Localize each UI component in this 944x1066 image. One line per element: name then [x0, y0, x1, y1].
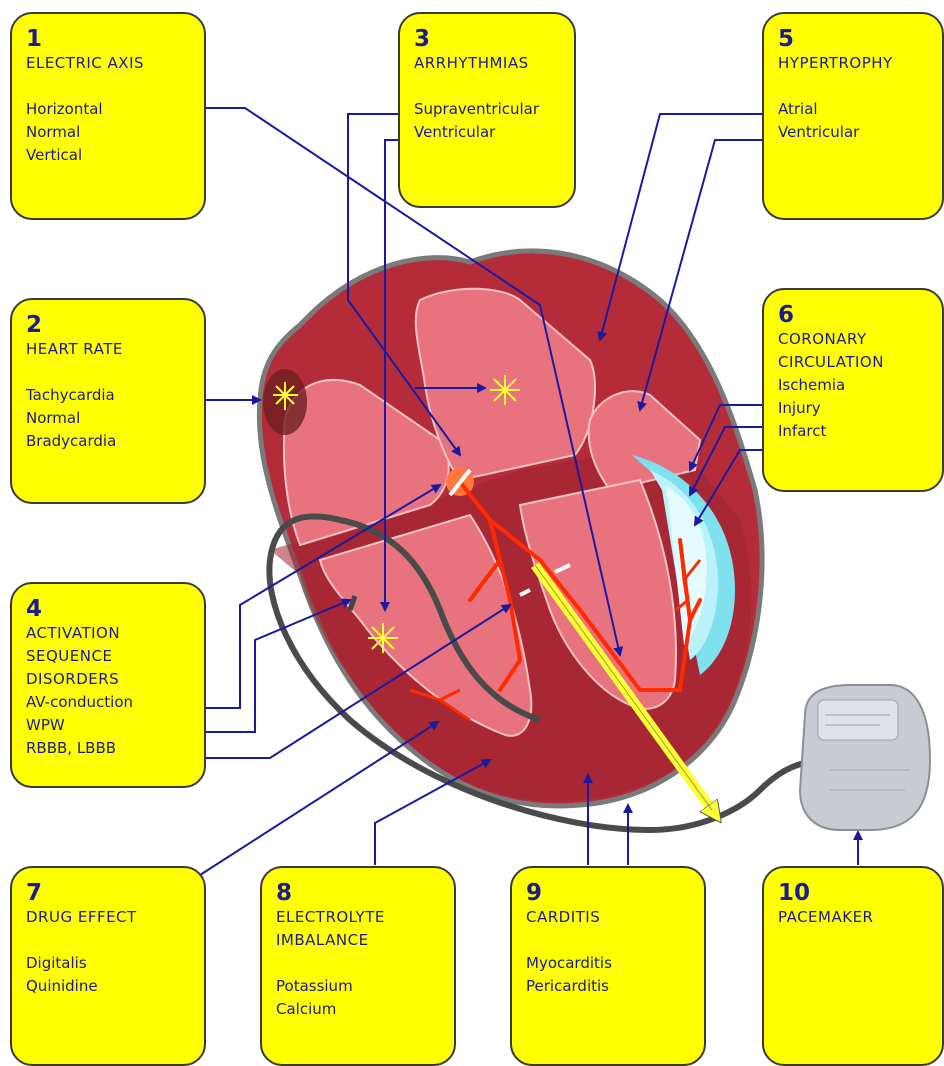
category-item: Calcium: [276, 998, 442, 1021]
category-item: Injury: [778, 397, 930, 420]
category-item: Infarct: [778, 420, 930, 443]
category-number: 5: [778, 26, 930, 52]
category-item: RBBB, LBBB: [26, 737, 192, 760]
category-number: 2: [26, 312, 192, 338]
spacer: [414, 75, 562, 98]
spacer: [26, 929, 192, 952]
category-item: Pericarditis: [526, 975, 692, 998]
category-number: 8: [276, 880, 442, 906]
category-item: Myocarditis: [526, 952, 692, 975]
category-number: 1: [26, 26, 192, 52]
category-item: Ventricular: [414, 121, 562, 144]
heart: [259, 251, 830, 830]
category-title: DRUG EFFECT: [26, 906, 192, 929]
category-number: 3: [414, 26, 562, 52]
category-title: HYPERTROPHY: [778, 52, 930, 75]
category-item: AV-conduction: [26, 691, 192, 714]
pacemaker-device: [800, 685, 930, 830]
category-item: Digitalis: [26, 952, 192, 975]
ectopic-focus-atrial: [490, 375, 520, 405]
category-number: 10: [778, 880, 930, 906]
category-item: Potassium: [276, 975, 442, 998]
category-item: Vertical: [26, 144, 192, 167]
category-item: Normal: [26, 121, 192, 144]
category-item: Quinidine: [26, 975, 192, 998]
category-item: Supraventricular: [414, 98, 562, 121]
category-title: IMBALANCE: [276, 929, 442, 952]
category-number: 4: [26, 596, 192, 622]
category-title: HEART RATE: [26, 338, 192, 361]
spacer: [26, 361, 192, 384]
leader-drug-effect: [200, 722, 438, 875]
category-title: ELECTRIC AXIS: [26, 52, 192, 75]
category-item: Bradycardia: [26, 430, 192, 453]
category-number: 9: [526, 880, 692, 906]
category-item: Tachycardia: [26, 384, 192, 407]
category-title: ARRHYTHMIAS: [414, 52, 562, 75]
category-title: CIRCULATION: [778, 351, 930, 374]
category-title: CORONARY: [778, 328, 930, 351]
spacer: [26, 75, 192, 98]
spacer: [778, 75, 930, 98]
category-title: SEQUENCE: [26, 645, 192, 668]
spacer: [526, 929, 692, 952]
ectopic-focus-ventricular: [368, 623, 398, 653]
category-title: CARDITIS: [526, 906, 692, 929]
category-item: Ventricular: [778, 121, 930, 144]
category-item: Normal: [26, 407, 192, 430]
category-number: 6: [778, 302, 930, 328]
category-item: Atrial: [778, 98, 930, 121]
category-title: DISORDERS: [26, 668, 192, 691]
category-title: ELECTROLYTE: [276, 906, 442, 929]
category-item: WPW: [26, 714, 192, 737]
spacer: [276, 952, 442, 975]
category-number: 7: [26, 880, 192, 906]
category-item: Ischemia: [778, 374, 930, 397]
category-title: PACEMAKER: [778, 906, 930, 929]
category-title: ACTIVATION: [26, 622, 192, 645]
category-item: Horizontal: [26, 98, 192, 121]
